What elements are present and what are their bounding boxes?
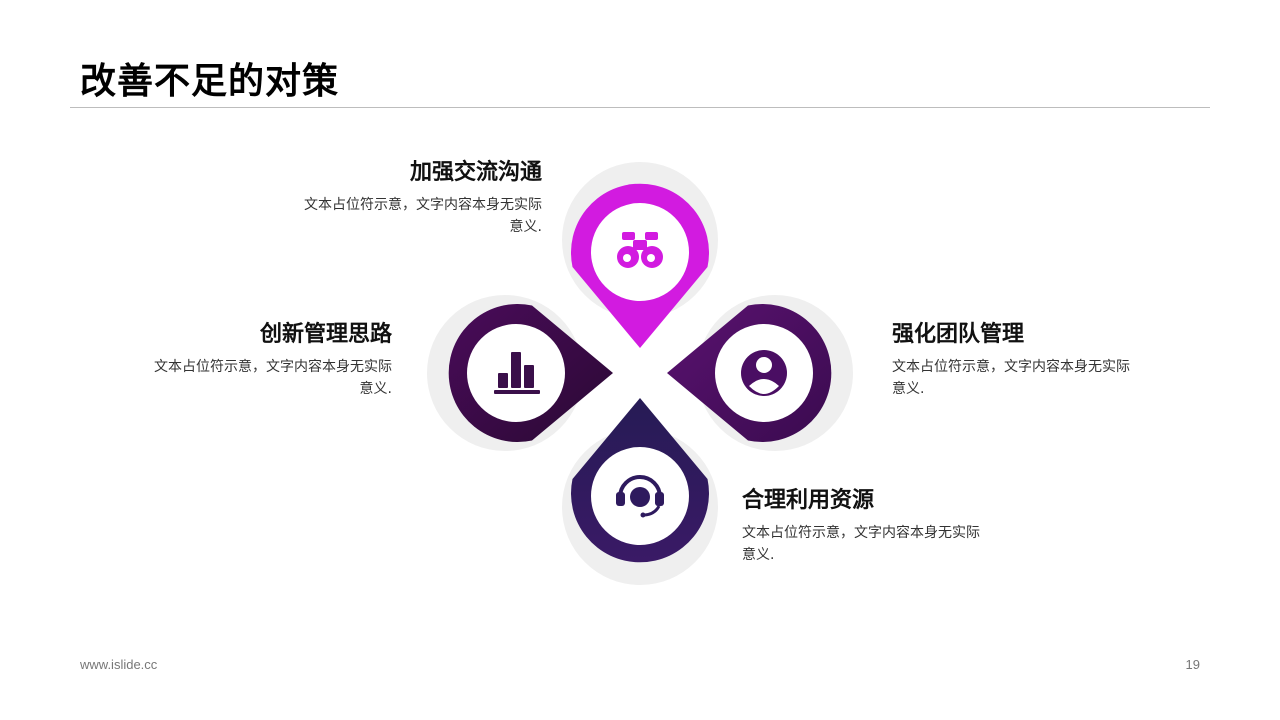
slide-title: 改善不足的对策 xyxy=(80,61,340,102)
petal-bottom xyxy=(562,398,718,585)
title-divider xyxy=(70,107,1210,108)
item-description: 文本占位符示意，文字内容本身无实际意义. xyxy=(154,359,392,397)
item-heading: 强化团队管理 xyxy=(892,322,1025,347)
petal-left xyxy=(427,295,613,451)
item-heading: 合理利用资源 xyxy=(742,488,875,513)
item-resources: 合理利用资源 文本占位符示意，文字内容本身无实际意义. xyxy=(742,486,982,566)
inner-circle-top xyxy=(591,203,689,301)
petal-top xyxy=(562,162,718,348)
binoculars-icon xyxy=(617,232,663,268)
page-number: 19 xyxy=(1185,657,1200,672)
item-innovation: 创新管理思路 文本占位符示意，文字内容本身无实际意义. xyxy=(150,320,392,400)
item-heading: 创新管理思路 xyxy=(259,322,392,347)
item-description: 文本占位符示意，文字内容本身无实际意义. xyxy=(742,525,980,563)
item-description: 文本占位符示意，文字内容本身无实际意义. xyxy=(304,197,542,235)
item-communication: 加强交流沟通 文本占位符示意，文字内容本身无实际意义. xyxy=(300,158,542,238)
item-description: 文本占位符示意，文字内容本身无实际意义. xyxy=(892,359,1130,397)
user-avatar-icon xyxy=(741,350,787,396)
headset-icon xyxy=(616,475,664,518)
item-heading: 加强交流沟通 xyxy=(409,160,542,185)
footer-url: www.islide.cc xyxy=(80,657,158,672)
bar-chart-icon xyxy=(494,352,540,394)
petal-right xyxy=(667,295,853,451)
item-team-management: 强化团队管理 文本占位符示意，文字内容本身无实际意义. xyxy=(892,320,1132,400)
